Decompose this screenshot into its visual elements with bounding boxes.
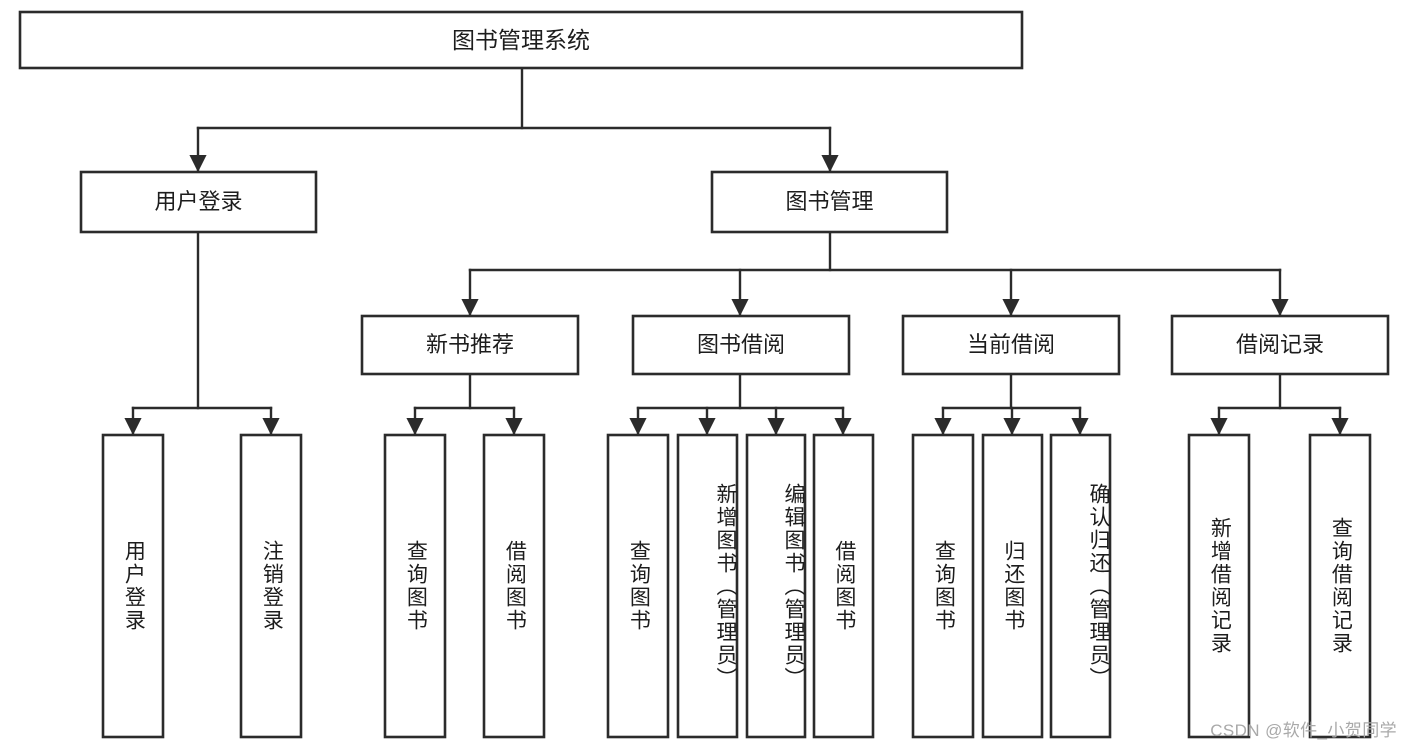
node-new-book-recommend-label: 新书推荐 xyxy=(426,332,514,357)
leaf-query-book-current-box[interactable] xyxy=(911,433,975,739)
node-new-book-recommend[interactable]: 新书推荐 xyxy=(360,314,580,376)
node-new-book-recommend-box[interactable] xyxy=(360,314,580,376)
node-book-borrow-label: 图书借阅 xyxy=(697,332,785,357)
node-borrow-record[interactable]: 借阅记录 xyxy=(1170,314,1390,376)
leaf-user-login-box[interactable] xyxy=(101,433,165,739)
node-book-borrow-box[interactable] xyxy=(631,314,851,376)
leaf-add-borrow-record-box[interactable] xyxy=(1187,433,1251,739)
node-borrow-record-box[interactable] xyxy=(1170,314,1390,376)
node-book-borrow[interactable]: 图书借阅 xyxy=(631,314,851,376)
node-root[interactable]: 图书管理系统 xyxy=(18,10,1024,70)
node-layer: 图书管理系统 用户登录 图书管理 新书推荐 图书借阅 xyxy=(18,10,1390,739)
leaf-borrow-book-box[interactable] xyxy=(812,433,875,739)
node-user-login-label: 用户登录 xyxy=(154,189,242,214)
node-root-box[interactable] xyxy=(18,10,1024,70)
node-user-login[interactable]: 用户登录 xyxy=(79,170,318,234)
csdn-watermark: CSDN @软件_小贺同学 xyxy=(1210,721,1397,740)
leaf-borrow-book-recommend-box[interactable] xyxy=(482,433,546,739)
node-user-login-box[interactable] xyxy=(79,170,318,234)
node-borrow-record-label: 借阅记录 xyxy=(1236,332,1324,357)
leaf-return-book-box[interactable] xyxy=(981,433,1044,739)
node-current-borrow[interactable]: 当前借阅 xyxy=(901,314,1121,376)
leaf-query-borrow-record-box[interactable] xyxy=(1308,433,1372,739)
node-book-manage-label: 图书管理 xyxy=(785,189,873,214)
connector-layer xyxy=(124,66,1349,436)
leaf-edit-book-admin-box[interactable] xyxy=(745,433,807,739)
node-current-borrow-box[interactable] xyxy=(901,314,1121,376)
leaf-add-book-admin-box[interactable] xyxy=(676,433,739,739)
leaf-query-book-borrow-box[interactable] xyxy=(606,433,670,739)
node-book-manage-box[interactable] xyxy=(710,170,949,234)
leaf-logout-login-box[interactable] xyxy=(239,433,303,739)
node-root-label: 图书管理系统 xyxy=(452,27,590,53)
node-book-manage[interactable]: 图书管理 xyxy=(710,170,949,234)
node-current-borrow-label: 当前借阅 xyxy=(967,332,1055,357)
leaf-confirm-return-admin-box[interactable] xyxy=(1049,433,1112,739)
leaf-query-book-recommend-box[interactable] xyxy=(383,433,447,739)
